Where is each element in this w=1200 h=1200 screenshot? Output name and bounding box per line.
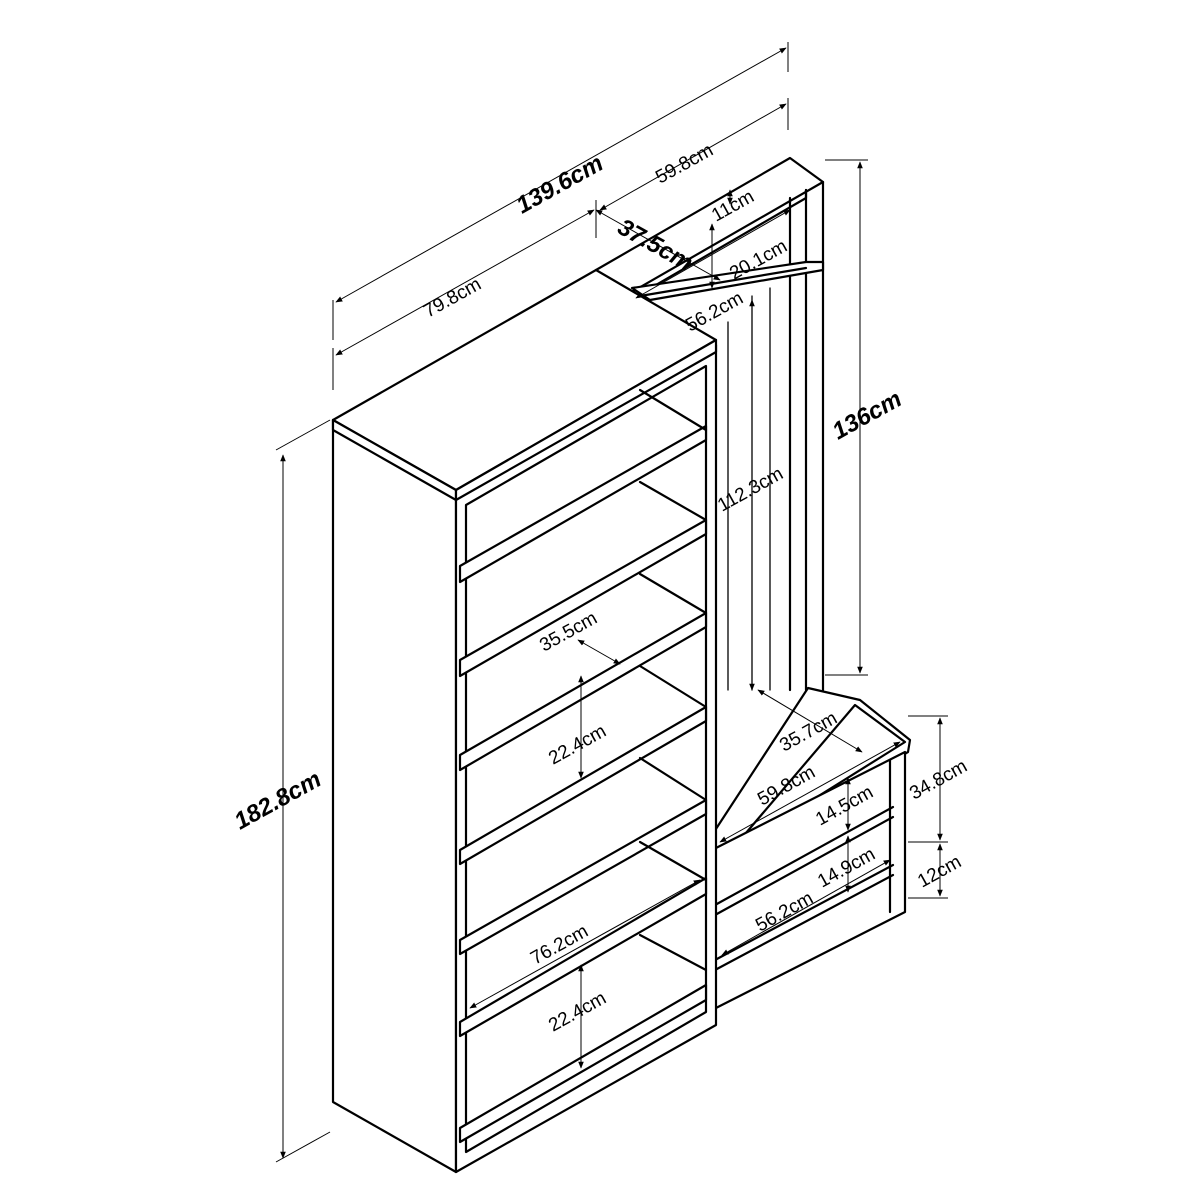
label-hall-width-top: 59.8cm [652,140,717,189]
label-bookcase-width: 79.8cm [420,274,485,323]
label-total-height: 182.8cm [230,766,326,836]
label-hall-height: 136cm [828,385,906,445]
label-top-inner-width: 56.2cm [682,288,747,337]
label-bench-height: 34.8cm [906,756,971,805]
bookcase-unit [331,268,718,1174]
dimension-lines [275,42,948,1163]
label-total-width: 139.6cm [512,150,608,220]
bookcase-side-panel [331,418,458,1174]
label-hanging-height: 112.3cm [714,463,787,516]
